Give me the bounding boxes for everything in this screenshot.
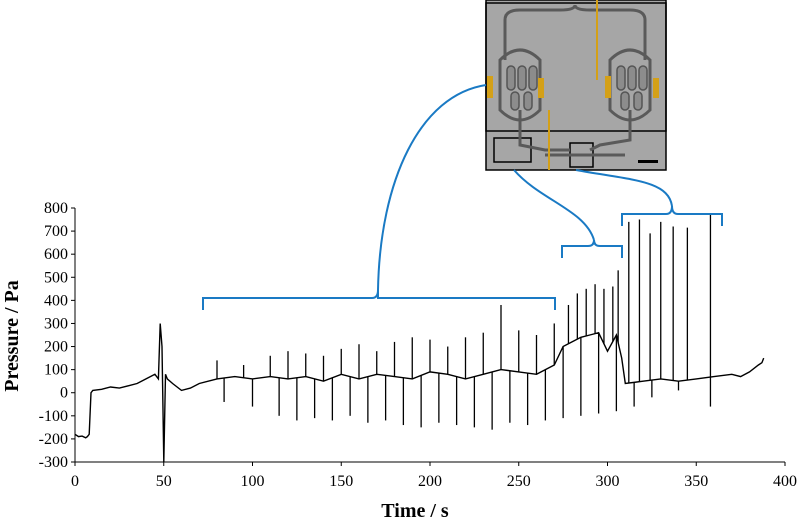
connector-middle [513, 169, 595, 241]
inset-zoom-box-left [493, 137, 532, 163]
x-axis-title: Time / s [381, 500, 449, 522]
y-tick-label: 0 [60, 385, 68, 402]
y-tick-label: -300 [39, 454, 68, 471]
y-tick-label: 500 [44, 269, 68, 286]
bracket-chamber-phase [202, 289, 556, 310]
x-tick-label: 150 [329, 473, 353, 490]
connector-droplet [575, 169, 673, 207]
chart-axes [74, 208, 785, 463]
y-tick-label: -100 [39, 408, 68, 425]
chart-ticks: 0 50 100 150 200 250 300 350 400 -300 -200 -100 0 100… [39, 200, 797, 490]
y-tick-label: 200 [44, 339, 68, 356]
x-tick-label: 300 [596, 473, 620, 490]
connector-chamber [377, 84, 487, 291]
inset-chamber-frame [485, 2, 667, 132]
x-tick-label: 50 [156, 473, 172, 490]
bracket-middle-phase [561, 239, 623, 258]
pressure-trace [74, 214, 765, 463]
x-tick-label: 200 [418, 473, 442, 490]
y-tick-label: 100 [44, 362, 68, 379]
x-tick-label: 0 [71, 473, 79, 490]
x-tick-label: 250 [507, 473, 531, 490]
inset-scale-bar [638, 160, 658, 163]
y-tick-label: 400 [44, 292, 68, 309]
bracket-droplet-phase [621, 205, 723, 226]
inset-chamber-pillars [506, 65, 648, 111]
inset-electrodes [487, 0, 659, 170]
y-tick-label: 700 [44, 223, 68, 240]
y-axis-title: Pressure / Pa [1, 280, 23, 391]
x-tick-label: 350 [684, 473, 708, 490]
inset-channels [498, 4, 652, 157]
x-tick-label: 100 [241, 473, 265, 490]
y-tick-label: 800 [44, 200, 68, 217]
y-tick-label: 300 [44, 315, 68, 332]
x-tick-label: 400 [773, 473, 797, 490]
annotation-brackets [202, 84, 723, 310]
y-tick-label: 600 [44, 246, 68, 263]
y-tick-label: -200 [39, 431, 68, 448]
microfluidic-chip-inset [485, 0, 667, 171]
